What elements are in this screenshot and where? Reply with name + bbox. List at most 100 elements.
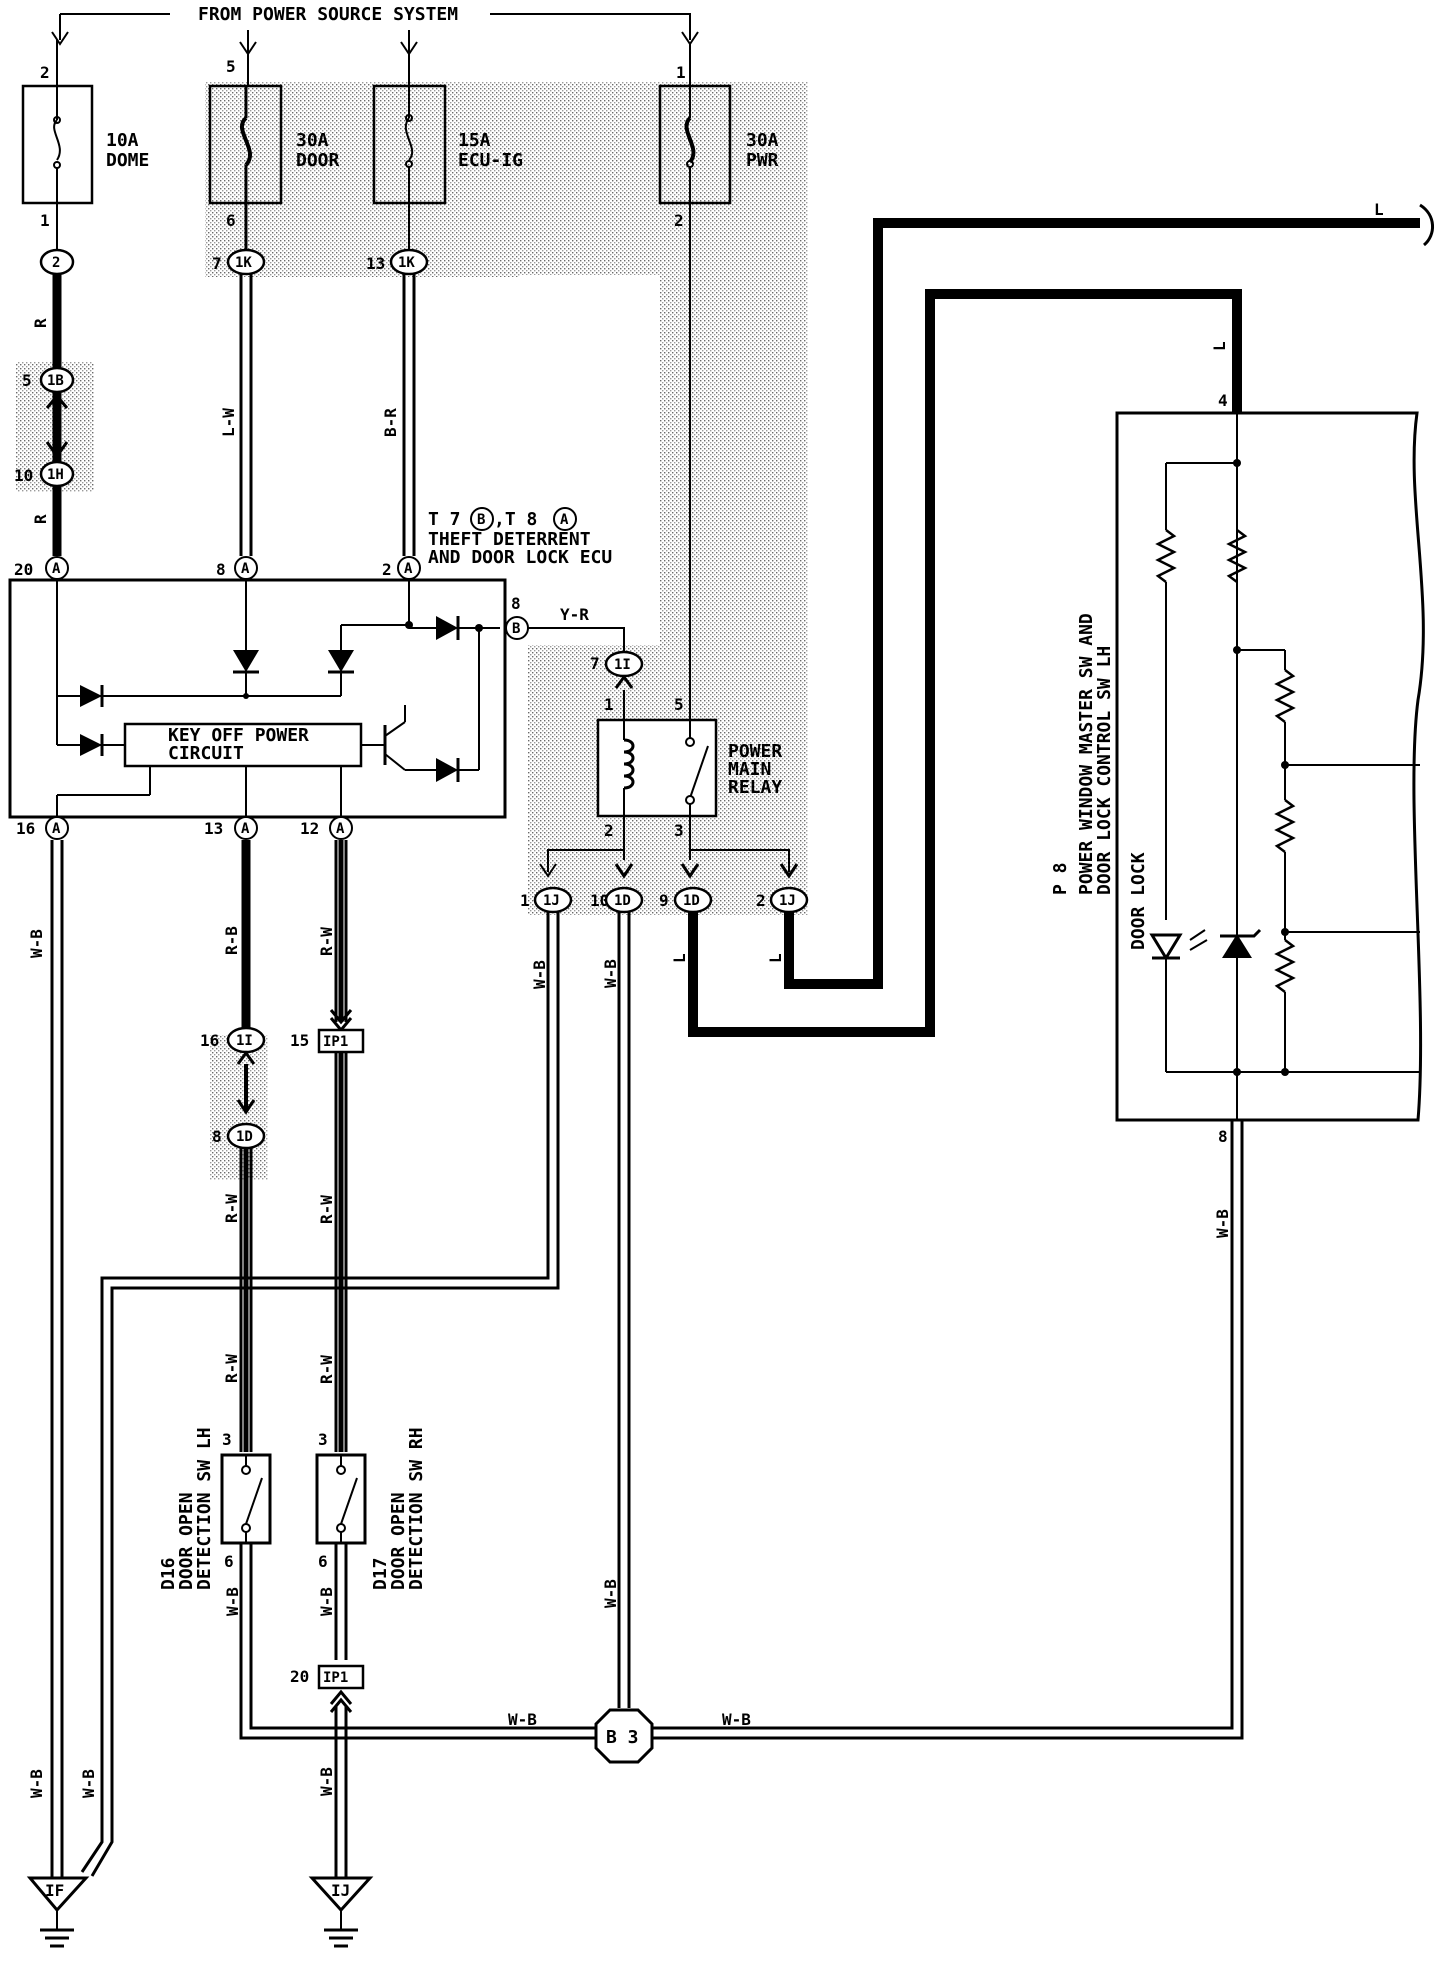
- connector-2: 2: [39, 248, 75, 276]
- relay-label-3: RELAY: [728, 777, 782, 798]
- wire-r-b: R-B: [222, 840, 251, 1030]
- svg-text:R-W: R-W: [222, 1354, 241, 1383]
- ecu-label: T 7 B ,T 8 A THEFT DETERRENT AND DOOR LO…: [428, 507, 612, 568]
- svg-text:2: 2: [674, 211, 684, 230]
- svg-text:R: R: [31, 514, 50, 524]
- d17-line2: DETECTION SW RH: [406, 1427, 427, 1590]
- d16-ref: D16: [158, 1557, 179, 1590]
- wire-wb-16: W-B W-B: [27, 840, 64, 1878]
- svg-text:6: 6: [226, 211, 236, 230]
- ecu-pin-12: 12 A: [300, 816, 353, 840]
- svg-text:15: 15: [290, 1031, 309, 1050]
- wire-w-b-1d: W-B W-B: [601, 912, 631, 1708]
- connector-1b: 5 1B: [22, 366, 75, 459]
- svg-text:R-W: R-W: [317, 1355, 336, 1384]
- p8-name-line2: DOOR LOCK CONTROL SW LH: [1094, 646, 1115, 895]
- connector-1k-7: 7 1K: [212, 248, 266, 276]
- svg-text:1I: 1I: [614, 657, 631, 673]
- switch-d16: 3 6 D16 DOOR OPEN DETECTION SW LH: [158, 1427, 272, 1590]
- svg-text:20: 20: [290, 1667, 309, 1686]
- d16-line2: DETECTION SW LH: [194, 1427, 215, 1590]
- svg-text:1K: 1K: [398, 255, 415, 271]
- svg-text:W-B: W-B: [317, 1767, 336, 1796]
- svg-text:L-W: L-W: [219, 408, 238, 437]
- svg-text:2: 2: [604, 821, 614, 840]
- svg-text:10: 10: [590, 891, 609, 910]
- relay-label-1: POWER: [728, 741, 782, 762]
- svg-text:8: 8: [511, 594, 521, 613]
- svg-text:W-B: W-B: [1213, 1209, 1232, 1238]
- d17-ref: D17: [370, 1557, 391, 1590]
- connector-1j-2: 2 1J: [756, 886, 809, 914]
- svg-text:8: 8: [212, 1127, 222, 1146]
- svg-text:L: L: [670, 953, 689, 963]
- svg-text:DOOR: DOOR: [296, 150, 340, 171]
- svg-text:A: A: [241, 561, 250, 577]
- fuse-dome-name: DOME: [106, 150, 149, 171]
- svg-text:1: 1: [604, 695, 614, 714]
- svg-text:15A: 15A: [458, 130, 491, 151]
- connector-1d-9: 9 1D: [659, 886, 713, 914]
- svg-text:W-B: W-B: [27, 1769, 46, 1798]
- connector-1h: 10 1H: [14, 460, 75, 488]
- connector-1d-8: 8 1D: [212, 1122, 266, 1150]
- svg-text:A: A: [560, 512, 569, 528]
- wire-y-r: Y-R: [528, 605, 625, 652]
- svg-text:A: A: [241, 821, 250, 837]
- svg-text:30A: 30A: [296, 130, 329, 151]
- svg-text:T 7: T 7: [428, 509, 461, 530]
- svg-text:L: L: [1210, 341, 1229, 351]
- ecu-name-line1: THEFT DETERRENT: [428, 529, 591, 550]
- svg-text:5: 5: [226, 57, 236, 76]
- svg-text:A: A: [336, 821, 345, 837]
- svg-text:1K: 1K: [235, 255, 252, 271]
- svg-text:6: 6: [224, 1552, 234, 1571]
- ecu-name-line2: AND DOOR LOCK ECU: [428, 547, 612, 568]
- d17-line1: DOOR OPEN: [388, 1492, 409, 1590]
- ecu-pin-13: 13 A: [204, 816, 258, 840]
- svg-text:1: 1: [676, 63, 686, 82]
- wire-r-w-d16: R-W R-W: [222, 1148, 253, 1452]
- svg-text:16: 16: [16, 819, 35, 838]
- ecu-pin-8a: 8 A: [216, 556, 258, 580]
- svg-text:W-B: W-B: [601, 1579, 620, 1608]
- svg-text:ECU-IG: ECU-IG: [458, 150, 523, 171]
- key-off-power-line2: CIRCUIT: [168, 743, 244, 764]
- svg-text:1D: 1D: [614, 893, 631, 909]
- fuse-dome: 2 10A DOME 1: [21, 40, 149, 255]
- connector-1k-13: 13 1K: [366, 248, 429, 276]
- svg-text:2: 2: [40, 63, 50, 82]
- svg-text:W-B: W-B: [601, 959, 620, 988]
- ecu-pin-16: 16 A: [16, 816, 69, 840]
- connector-ip1-20: 20 IP1 W-B: [290, 1664, 365, 1878]
- p8-ref: P 8: [1050, 862, 1071, 895]
- wire-w-b-d17: W-B: [317, 1543, 348, 1660]
- svg-text:IJ: IJ: [331, 1881, 350, 1900]
- fuse-door: 5 30A DOOR 6: [208, 30, 340, 255]
- wire-b-r: B-R: [381, 274, 416, 556]
- svg-text:2: 2: [52, 255, 60, 271]
- svg-text:IP1: IP1: [323, 1034, 348, 1050]
- connector-ip1-15: 15 IP1: [290, 1028, 365, 1054]
- ecu-pin-20: 20 A: [14, 556, 69, 580]
- svg-text:Y-R: Y-R: [560, 605, 589, 624]
- svg-text:5: 5: [674, 695, 684, 714]
- svg-text:IP1: IP1: [323, 1670, 348, 1686]
- svg-text:8: 8: [1218, 1127, 1228, 1146]
- svg-text:5: 5: [22, 371, 32, 390]
- svg-text:1: 1: [40, 211, 50, 230]
- p8-name-line1: POWER WINDOW MASTER SW AND: [1076, 613, 1097, 895]
- svg-text:2: 2: [756, 891, 766, 910]
- svg-text:R: R: [31, 318, 50, 328]
- wire-r: R R: [31, 274, 62, 556]
- wire-w-b-p8: W-B W-B: [652, 1120, 1244, 1740]
- svg-text:1D: 1D: [683, 893, 700, 909]
- svg-text:W-B: W-B: [27, 929, 46, 958]
- junction-b3: B 3: [594, 1708, 654, 1764]
- wire-w-b-1j: W-B W-B: [79, 912, 560, 1877]
- svg-text:2: 2: [382, 560, 392, 579]
- svg-text:IF: IF: [45, 1881, 64, 1900]
- svg-text:1I: 1I: [236, 1033, 253, 1049]
- svg-text:A: A: [52, 821, 61, 837]
